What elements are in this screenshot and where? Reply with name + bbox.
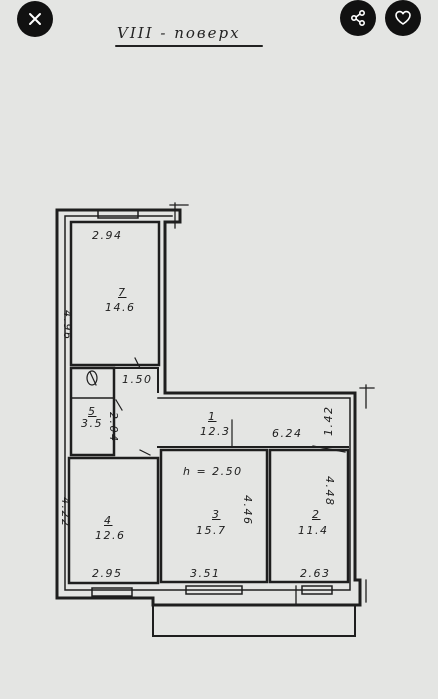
outer-wall [55,208,362,607]
outer-wall-inner [64,215,351,591]
room-7-walls [69,220,161,367]
heart-icon [395,10,411,25]
window-room-3 [185,585,243,595]
room-5-walls [69,366,116,457]
room-7-area: 14.6 [105,301,136,314]
room-3-number: 3 [212,508,221,521]
dimension-room-7-width: 2.94 [92,229,123,242]
room-2-area: 11.4 [298,524,329,537]
title-underline [115,45,263,47]
room-4-area: 12.6 [95,529,126,542]
dimension-room-7-length: 4.96 [61,310,74,341]
share-icon [350,9,366,27]
window-room-7 [97,209,139,219]
page-title: VIII - поверх [117,24,241,42]
room-1-number: 1 [208,410,217,423]
dimension-room-3-length: 4.46 [241,495,254,526]
corridor-wall [115,367,159,393]
room-3-walls [159,448,269,584]
dimension-room-2-length: 4.48 [323,476,336,507]
ceiling-height: h = 2.50 [183,465,243,478]
window-room-4 [91,587,133,597]
dimension-corridor-length: 2.04 [107,412,120,443]
room-1-area: 12.3 [200,425,231,438]
share-button[interactable] [340,0,376,36]
dimension-room-2-width: 2.63 [300,567,331,580]
dimension-room-3-width: 3.51 [190,567,221,580]
close-icon [29,13,41,25]
dimension-hall-length: 6.24 [272,427,303,440]
dimension-room-4-width: 2.95 [92,567,123,580]
balcony [152,604,356,637]
window-room-2 [301,585,333,595]
dimension-hall-width: 1.42 [322,405,335,437]
dimension-room-4-length: 4.22 [59,497,72,528]
room-3-area: 15.7 [196,524,227,537]
close-button[interactable] [17,1,53,37]
favorite-button[interactable] [385,0,421,36]
toilet-fixture [86,370,98,386]
door-marks [89,357,346,456]
room-4-walls [67,456,160,585]
room-2-number: 2 [312,508,321,521]
room-5-area: 3.5 [81,417,103,430]
room-7-number: 7 [118,286,127,299]
room-2-walls [268,448,350,584]
dimension-corridor-width: 1.50 [122,373,153,386]
room-5-number: 5 [88,405,97,418]
room-4-number: 4 [104,514,113,527]
corner-ticks [169,202,375,605]
